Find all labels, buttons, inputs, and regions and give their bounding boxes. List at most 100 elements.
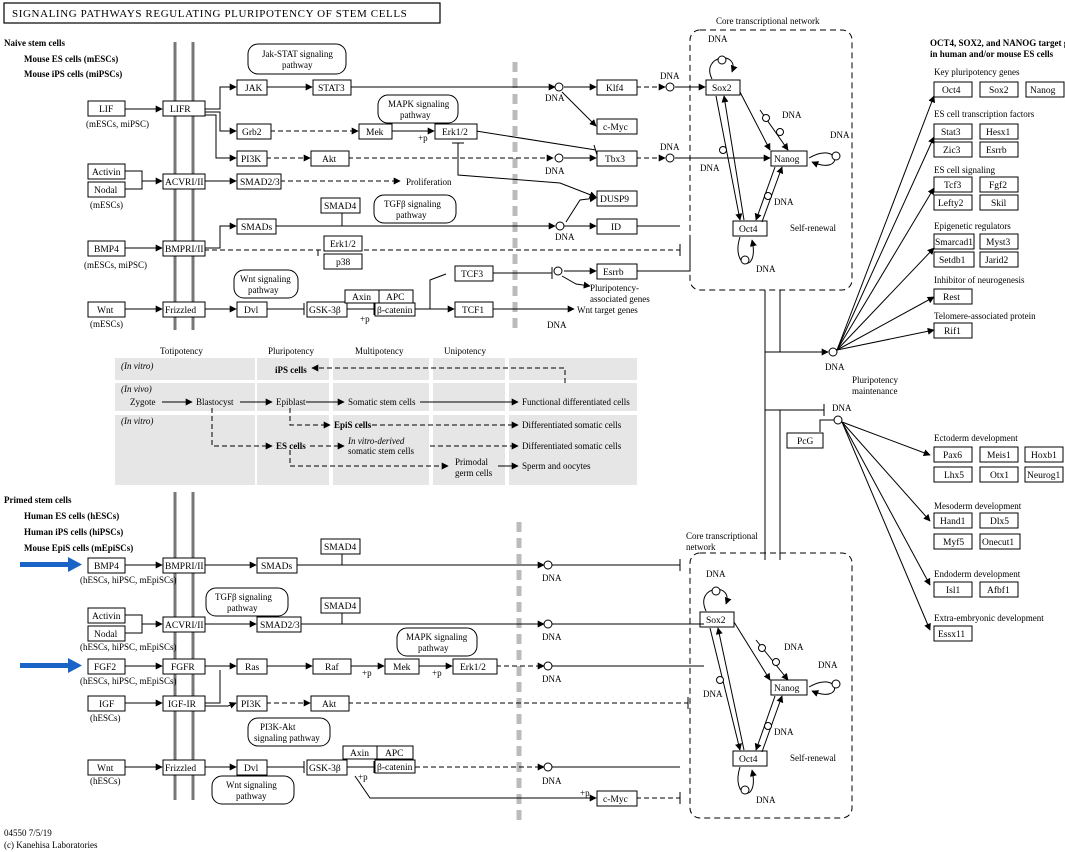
smads-node[interactable]: SMADs [236,218,277,235]
catenin-primed[interactable]: β-catenin [374,759,416,774]
jak-node[interactable]: JAK [236,79,268,96]
wnt-ligand[interactable]: Wnt [87,301,126,318]
stat3-node[interactable]: STAT3 [312,79,352,96]
lifr-receptor[interactable]: LIFR [162,100,206,117]
cmyc-primed[interactable]: c-Myc [596,790,638,807]
bmpr-receptor[interactable]: BMPRI/II [162,240,206,257]
gene-hand1[interactable]: Hand1 [933,512,973,529]
mek-primed[interactable]: Mek [384,658,420,675]
smads-primed[interactable]: SMADs [256,557,298,574]
bmpr-receptor-primed[interactable]: BMPRI/II [162,557,206,574]
dvl-node[interactable]: Dvl [236,301,268,318]
wnt-ligand-primed[interactable]: Wnt [87,759,126,776]
gene-stat3[interactable]: Stat3 [933,123,973,140]
oct4-bottom[interactable]: Oct4 [732,750,768,767]
gene-meis1[interactable]: Meis1 [979,446,1019,463]
gene-rest[interactable]: Rest [933,288,973,305]
axin-node[interactable]: Axin [344,289,380,304]
oct4-top[interactable]: Oct4 [732,220,768,237]
gene-onecut1[interactable]: Onecut1 [979,533,1021,550]
fgf2-ligand-primed[interactable]: FGF2 [87,658,126,675]
gene-essx11[interactable]: Essx11 [933,625,973,642]
gene-afbf1[interactable]: Afbf1 [979,581,1019,598]
pi3k-primed[interactable]: PI3K [236,695,268,712]
gene-hoxb1[interactable]: Hoxb1 [1024,446,1064,463]
gene-dlx5[interactable]: Dlx5 [979,512,1019,529]
bmp4-ligand-primed[interactable]: BMP4 [87,557,126,574]
gene-rif1[interactable]: Rif1 [933,322,973,339]
gene-lefty2[interactable]: Lefty2 [933,194,973,211]
axin-primed[interactable]: Axin [342,745,378,760]
smad4a-primed[interactable]: SMAD4 [320,538,361,555]
nodal-ligand-primed[interactable]: Nodal [87,625,126,642]
lif-ligand[interactable]: LIF [87,100,126,117]
grb2-node[interactable]: Grb2 [236,123,272,140]
gsk-primed[interactable]: GSK-3β [306,759,348,776]
erk-primed[interactable]: Erk1/2 [452,658,498,675]
gene-skil[interactable]: Skil [979,194,1019,211]
igf-ligand-primed[interactable]: IGF [87,695,126,712]
tcf1-node[interactable]: TCF1 [454,301,494,318]
acvr-receptor[interactable]: ACVRI/II [162,173,206,190]
gene-sox2[interactable]: Sox2 [979,81,1019,98]
gene-smarcad1[interactable]: Smarcad1 [933,233,975,250]
klf4-node[interactable]: Klf4 [596,79,638,96]
ras-primed[interactable]: Ras [236,658,268,675]
sox2-bottom[interactable]: Sox2 [699,611,735,628]
gene-tcf3[interactable]: Tcf3 [933,176,973,193]
gene-myst3[interactable]: Myst3 [979,233,1019,250]
gene-myf5[interactable]: Myf5 [933,533,973,550]
sox2-top[interactable]: Sox2 [705,79,741,96]
bmp4-ligand[interactable]: BMP4 [87,240,126,257]
akt-node[interactable]: Akt [310,150,350,167]
erk-p38-erk[interactable]: Erk1/2 [323,235,363,252]
mek-node[interactable]: Mek [358,123,393,140]
gene-lhx5[interactable]: Lhx5 [933,466,973,483]
catenin-node[interactable]: β-catenin [374,302,416,317]
apc-primed[interactable]: APC [376,745,414,760]
acvr-receptor-primed[interactable]: ACVRI/II [162,616,206,633]
cmyc-node[interactable]: c-Myc [596,118,638,135]
pcg-node[interactable]: PcG [786,432,824,449]
fgfr-receptor-primed[interactable]: FGFR [162,658,206,675]
p38-node[interactable]: p38 [323,253,363,270]
dvl-primed[interactable]: Dvl [236,759,268,776]
id-node[interactable]: ID [596,218,638,235]
nodal-ligand[interactable]: Nodal [87,181,126,198]
tbx3-node[interactable]: Tbx3 [596,150,638,167]
gene-nanog[interactable]: Nanog [1025,81,1065,98]
erk-node[interactable]: Erk1/2 [434,123,478,140]
frizzled-receptor-primed[interactable]: Frizzled [162,759,206,776]
gene-isl1[interactable]: Isl1 [933,581,973,598]
gene-esrrb[interactable]: Esrrb [979,141,1019,158]
gene-pax6[interactable]: Pax6 [933,446,973,463]
smad4-node[interactable]: SMAD4 [320,197,361,214]
frizzled-receptor[interactable]: Frizzled [162,301,206,318]
igfir-receptor-primed[interactable]: IGF-IR [162,695,206,712]
smad23-primed[interactable]: SMAD2/3 [256,616,302,633]
smad4b-primed[interactable]: SMAD4 [320,597,361,614]
smad23-node[interactable]: SMAD2/3 [236,173,282,190]
gene-otx1[interactable]: Otx1 [979,466,1019,483]
gene-zic3[interactable]: Zic3 [933,141,973,158]
apc-node[interactable]: APC [378,289,414,304]
raf-primed[interactable]: Raf [312,658,352,675]
nanog-bottom[interactable]: Nanog [770,679,808,696]
gsk-node[interactable]: GSK-3β [306,301,348,318]
akt-primed[interactable]: Akt [310,695,350,712]
tcf3-node[interactable]: TCF3 [454,265,494,282]
gene-neurog1[interactable]: Neurog1 [1024,466,1064,483]
activin-ligand-primed[interactable]: Activin [87,607,126,624]
pi3k-node[interactable]: PI3K [236,150,268,167]
esrrb-node[interactable]: Esrrb [596,263,638,280]
nanog-top[interactable]: Nanog [770,150,808,167]
gene-hesx1[interactable]: Hesx1 [979,123,1019,140]
